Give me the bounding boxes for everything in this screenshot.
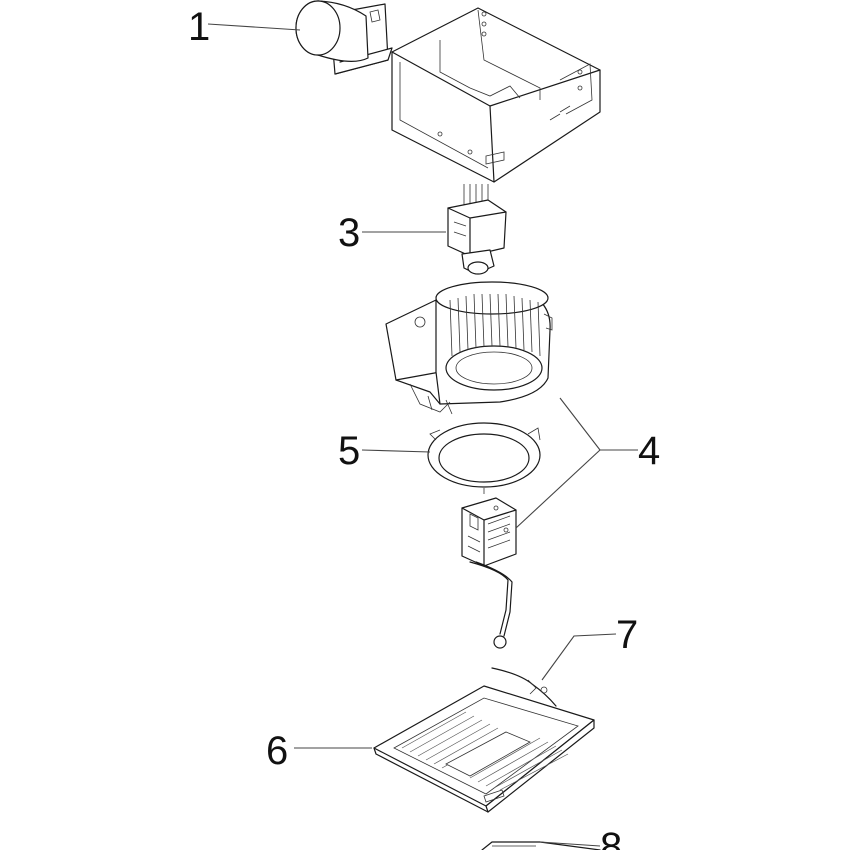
callouts: 1 3 4 5 6 7 8	[188, 5, 660, 850]
callout-6: 6	[266, 729, 288, 773]
callout-5: 5	[338, 429, 360, 473]
callout-3: 3	[338, 211, 360, 255]
leader-4-lower	[515, 449, 601, 529]
callout-1: 1	[188, 5, 210, 49]
mounting-spring-icon	[491, 667, 557, 707]
grille-icon	[373, 685, 595, 813]
leader-5	[361, 449, 431, 453]
motor-icon	[447, 184, 507, 275]
lens-icon	[481, 841, 601, 850]
leader-4-upper	[559, 397, 601, 451]
leader-1	[207, 23, 301, 31]
blower-wheel-scroll-icon	[385, 281, 553, 415]
duct-connector-icon	[295, 0, 393, 75]
leader-8	[539, 841, 601, 847]
callout-4: 4	[638, 429, 660, 473]
leader-7	[541, 633, 617, 681]
leader-lines	[207, 23, 638, 847]
callout-7: 7	[616, 613, 638, 657]
ring-plate-icon	[427, 422, 541, 494]
callout-8: 8	[600, 825, 622, 850]
housing-box-icon	[391, 7, 601, 183]
control-module-icon	[461, 497, 517, 649]
